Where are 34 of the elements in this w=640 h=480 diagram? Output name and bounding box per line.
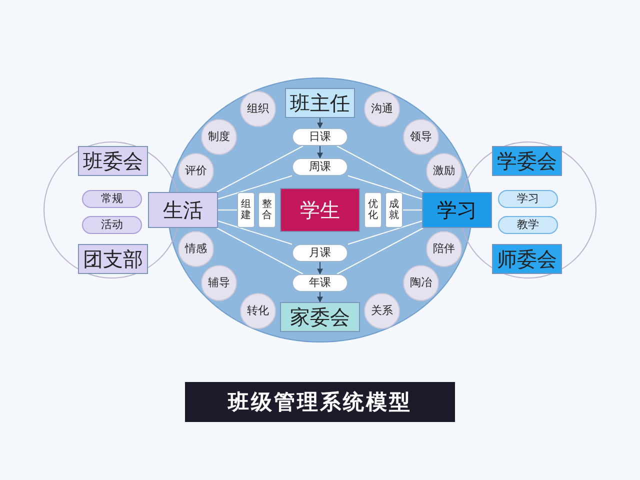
connector-line [218, 220, 292, 245]
connector-line [336, 228, 424, 274]
activity-pill: 教学 [498, 216, 558, 234]
committee-box: 班委会 [78, 146, 148, 176]
connector-line [348, 220, 422, 245]
arrow [317, 292, 323, 303]
tag-box: 整合 [258, 192, 276, 228]
lesson-pill: 年课 [292, 274, 348, 292]
connector-line [216, 146, 304, 192]
connector-line [336, 146, 424, 192]
title-banner: 班级管理系统模型 [185, 382, 455, 422]
committee-box: 团支部 [78, 244, 148, 274]
activity-pill: 活动 [82, 216, 142, 234]
connector-line [348, 175, 422, 200]
lesson-pill: 周课 [292, 158, 348, 176]
center-box: 学生 [280, 188, 360, 232]
arrow [317, 118, 323, 129]
tag-box: 优化 [364, 192, 382, 228]
activity-pill: 学习 [498, 190, 558, 208]
lesson-pill: 月课 [292, 244, 348, 262]
domain-box: 学习 [422, 192, 492, 228]
connector-line [218, 175, 292, 200]
committee-box: 师委会 [492, 244, 562, 274]
arrow [317, 262, 323, 275]
connector-line [216, 228, 304, 274]
role-box: 班主任 [285, 88, 355, 118]
arrow [317, 146, 323, 159]
tag-box: 组建 [237, 192, 255, 228]
domain-box: 生活 [148, 192, 218, 228]
committee-box: 学委会 [492, 146, 562, 176]
tag-box: 成就 [385, 192, 403, 228]
activity-pill: 常规 [82, 190, 142, 208]
lesson-pill: 日课 [292, 128, 348, 146]
role-box: 家委会 [280, 302, 360, 332]
